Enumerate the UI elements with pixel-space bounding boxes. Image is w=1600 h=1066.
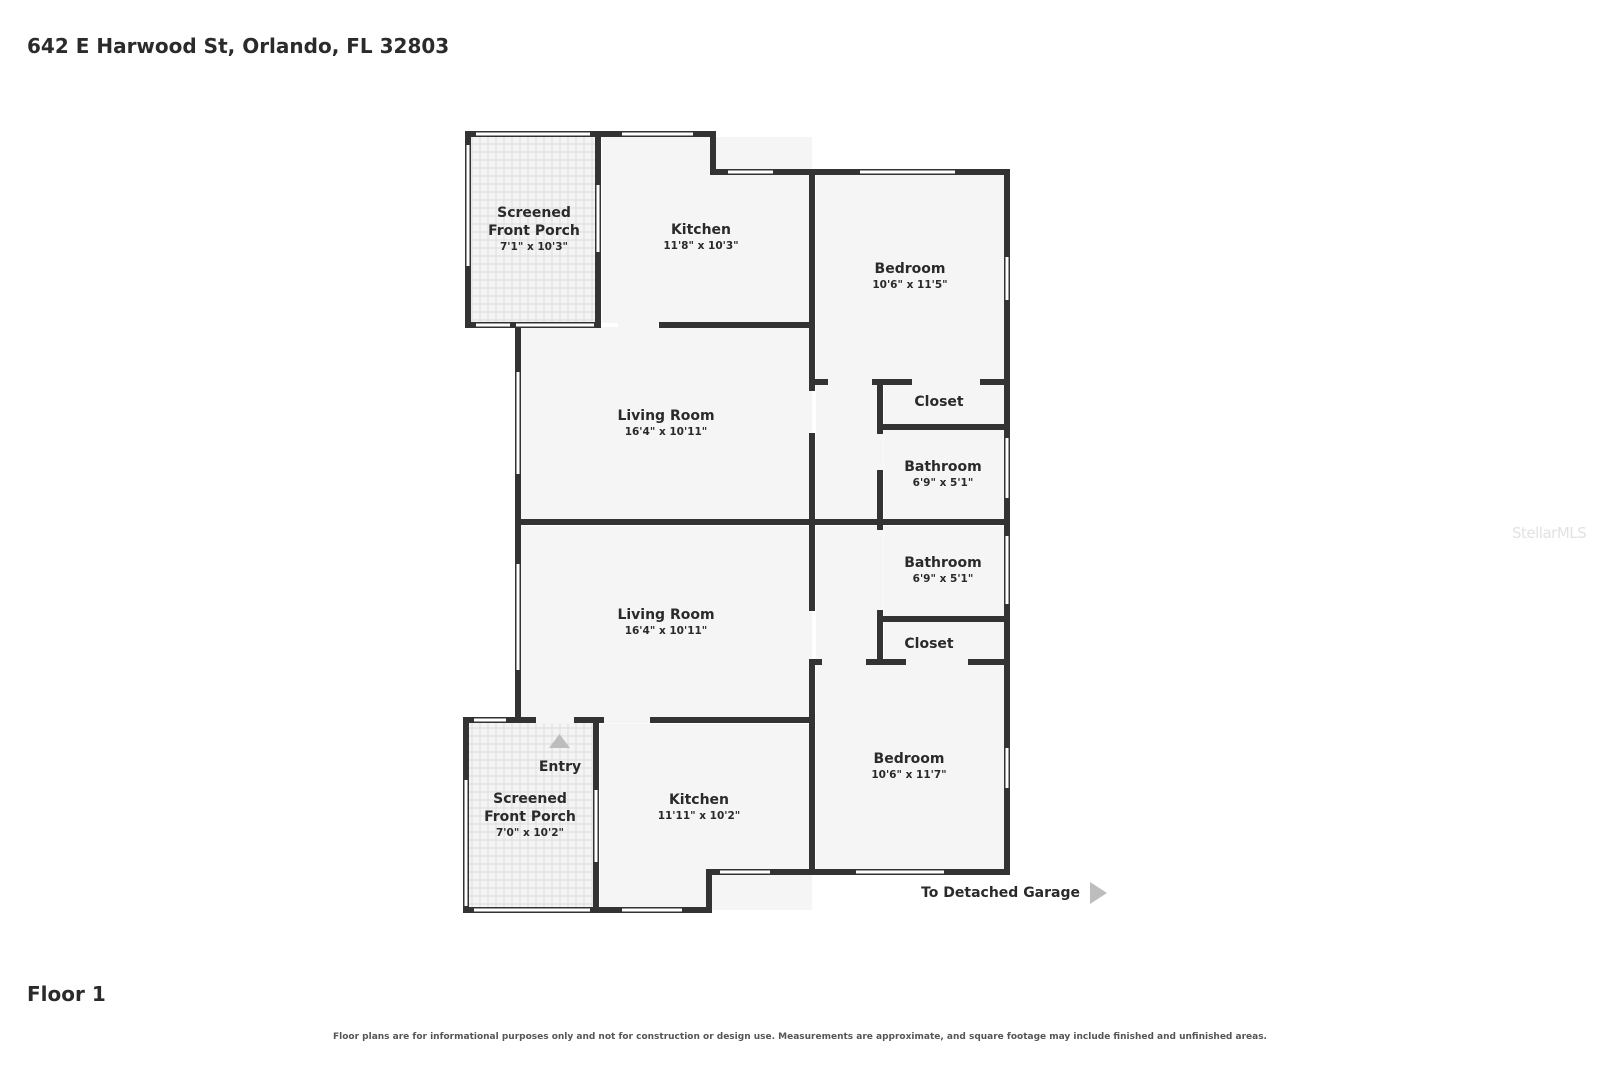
bedroom-bottom-floor [816, 664, 1006, 872]
closet-bottom-floor [884, 622, 1006, 662]
room-porch-top-name-1: Screened [497, 205, 571, 221]
room-porch-bottom-dims: 7'0" x 10'2" [496, 827, 564, 839]
room-porch-top-name-2: Front Porch [488, 223, 580, 239]
living-bottom-floor [520, 526, 812, 720]
closet-top-floor [884, 384, 1006, 425]
entry-label: Entry [539, 759, 581, 775]
hall-top-floor [816, 384, 880, 522]
watermark: StellarMLS [1512, 524, 1587, 542]
room-porch-bottom-name-1: Screened [493, 791, 567, 807]
room-closet-bottom-name: Closet [904, 636, 954, 652]
room-living-bottom-dims: 16'4" x 10'11" [625, 625, 708, 637]
porch-bottom-floor [468, 722, 596, 910]
room-bedroom-bottom-dims: 10'6" x 11'7" [871, 769, 946, 781]
entry-arrow-icon [549, 734, 570, 748]
garage-arrow-icon [1090, 882, 1107, 904]
room-porch-top-dims: 7'1" x 10'3" [500, 241, 568, 253]
room-bath-bottom-dims: 6'9" x 5'1" [913, 573, 974, 585]
porch-top-floor [470, 137, 598, 323]
bath-top-floor [884, 430, 1006, 522]
room-labels: Screened Front Porch 7'1" x 10'3" Kitche… [484, 205, 982, 839]
room-floors [468, 137, 1006, 910]
room-bath-top-dims: 6'9" x 5'1" [913, 477, 974, 489]
living-top-floor [520, 327, 812, 522]
room-bedroom-top-dims: 10'6" x 11'5" [872, 279, 947, 291]
room-bedroom-top-name: Bedroom [875, 261, 946, 277]
room-bedroom-bottom-name: Bedroom [874, 751, 945, 767]
room-closet-top-name: Closet [914, 394, 964, 410]
room-living-top-name: Living Room [617, 408, 714, 424]
room-bath-bottom-name: Bathroom [904, 555, 982, 571]
room-living-bottom-name: Living Room [617, 607, 714, 623]
room-living-top-dims: 16'4" x 10'11" [625, 426, 708, 438]
floor-label: Floor 1 [27, 982, 106, 1006]
room-kitchen-top-name: Kitchen [671, 222, 731, 238]
hall-bottom-floor [816, 526, 880, 662]
kitchen-top-floor [602, 137, 812, 323]
room-porch-bottom-name-2: Front Porch [484, 809, 576, 825]
room-kitchen-bottom-name: Kitchen [669, 792, 729, 808]
windows [464, 132, 1009, 912]
doors [536, 321, 980, 724]
bedroom-top-floor [816, 174, 1006, 380]
room-kitchen-top-dims: 11'8" x 10'3" [663, 240, 738, 252]
room-kitchen-bottom-dims: 11'11" x 10'2" [658, 810, 741, 822]
property-address: 642 E Harwood St, Orlando, FL 32803 [27, 34, 450, 58]
disclaimer: Floor plans are for informational purpos… [333, 1032, 1267, 1042]
bath-bottom-floor [884, 526, 1006, 617]
room-bath-top-name: Bathroom [904, 459, 982, 475]
garage-label: To Detached Garage [921, 885, 1080, 901]
